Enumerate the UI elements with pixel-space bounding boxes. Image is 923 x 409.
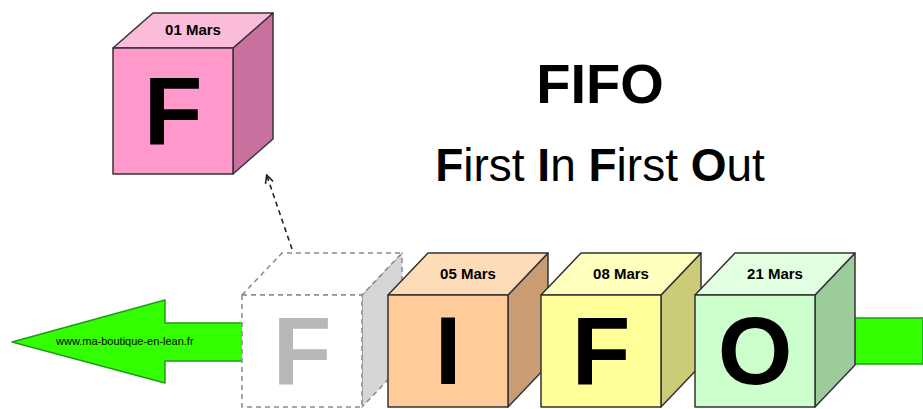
top-face-slot: 05 Mars (408, 253, 528, 295)
top-face-slot: 21 Mars (715, 253, 835, 295)
cube-letter: I (435, 303, 462, 399)
front-face-slot: F (113, 48, 233, 174)
cube-letter: O (718, 303, 793, 399)
cube-box: 08 MarsF (541, 253, 701, 407)
cube-box: 05 MarsI (388, 253, 548, 407)
dashed-arrow (267, 176, 292, 249)
cube-letter: F (273, 303, 332, 399)
cube-front (388, 295, 508, 407)
cube-date: 08 Mars (593, 266, 649, 283)
cube-box: F (242, 253, 402, 407)
cube-letter: F (572, 303, 631, 399)
diagram-title: FIFO (380, 52, 820, 116)
subtitle: First In First Out (380, 138, 820, 193)
cube-front (695, 295, 815, 407)
cube-letter: F (144, 63, 203, 159)
cube-front (541, 295, 661, 407)
cube-top (388, 253, 548, 295)
cube-top (242, 253, 402, 295)
front-face-slot: F (242, 295, 362, 407)
front-face-slot: F (541, 295, 661, 407)
front-face-slot: O (695, 295, 815, 407)
cube-top (113, 13, 273, 48)
cube-date: 05 Mars (440, 266, 496, 283)
cube-date: 01 Mars (165, 22, 221, 39)
cube-top (541, 253, 701, 295)
front-face-slot: I (388, 295, 508, 407)
top-face-slot: 01 Mars (133, 13, 253, 48)
cube-top (695, 253, 855, 295)
cube-front (113, 48, 233, 174)
cube-front (242, 295, 362, 407)
flow-arrow (12, 300, 252, 383)
cube-box: 21 MarsO (695, 253, 855, 407)
cube-box: 01 MarsF (113, 13, 273, 174)
watermark: www.ma-boutique-en-lean.fr (56, 335, 194, 348)
cube-date: 21 Mars (747, 266, 803, 283)
top-face-slot: 08 Mars (561, 253, 681, 295)
